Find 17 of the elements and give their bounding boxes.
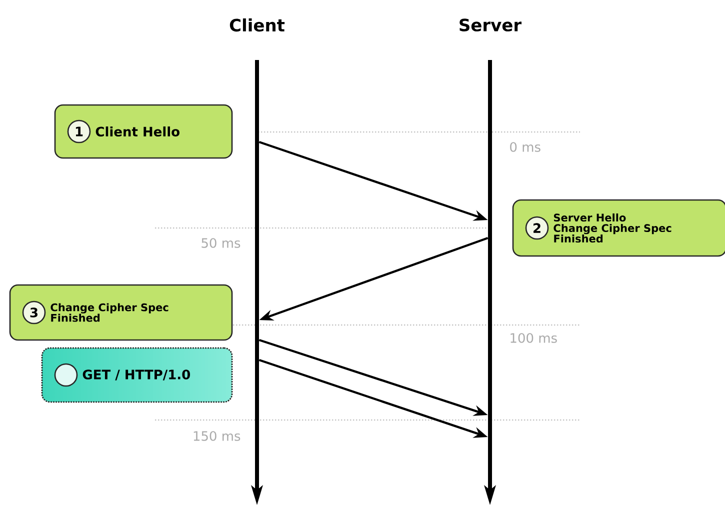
message-box xyxy=(512,199,725,257)
time-label: 100 ms xyxy=(510,333,557,343)
message-text: Change Cipher Spec Finished xyxy=(50,303,168,322)
number-badge: 1 xyxy=(67,120,91,144)
message-box xyxy=(54,104,233,159)
message-box xyxy=(9,284,233,341)
lifeline-header: Server xyxy=(460,18,522,32)
time-label: 0 ms xyxy=(510,142,540,152)
number-badge: 2 xyxy=(525,216,549,240)
message-box xyxy=(41,347,233,403)
message-text: Server Hello Change Cipher Spec Finished xyxy=(554,213,672,243)
message-text: Client Hello xyxy=(96,126,180,137)
lifeline-header: Client xyxy=(230,18,285,32)
time-label: 150 ms xyxy=(194,431,240,441)
number-badge: 3 xyxy=(22,300,46,324)
message-text: GET / HTTP/1.0 xyxy=(82,370,190,380)
time-label: 50 ms xyxy=(202,238,240,248)
